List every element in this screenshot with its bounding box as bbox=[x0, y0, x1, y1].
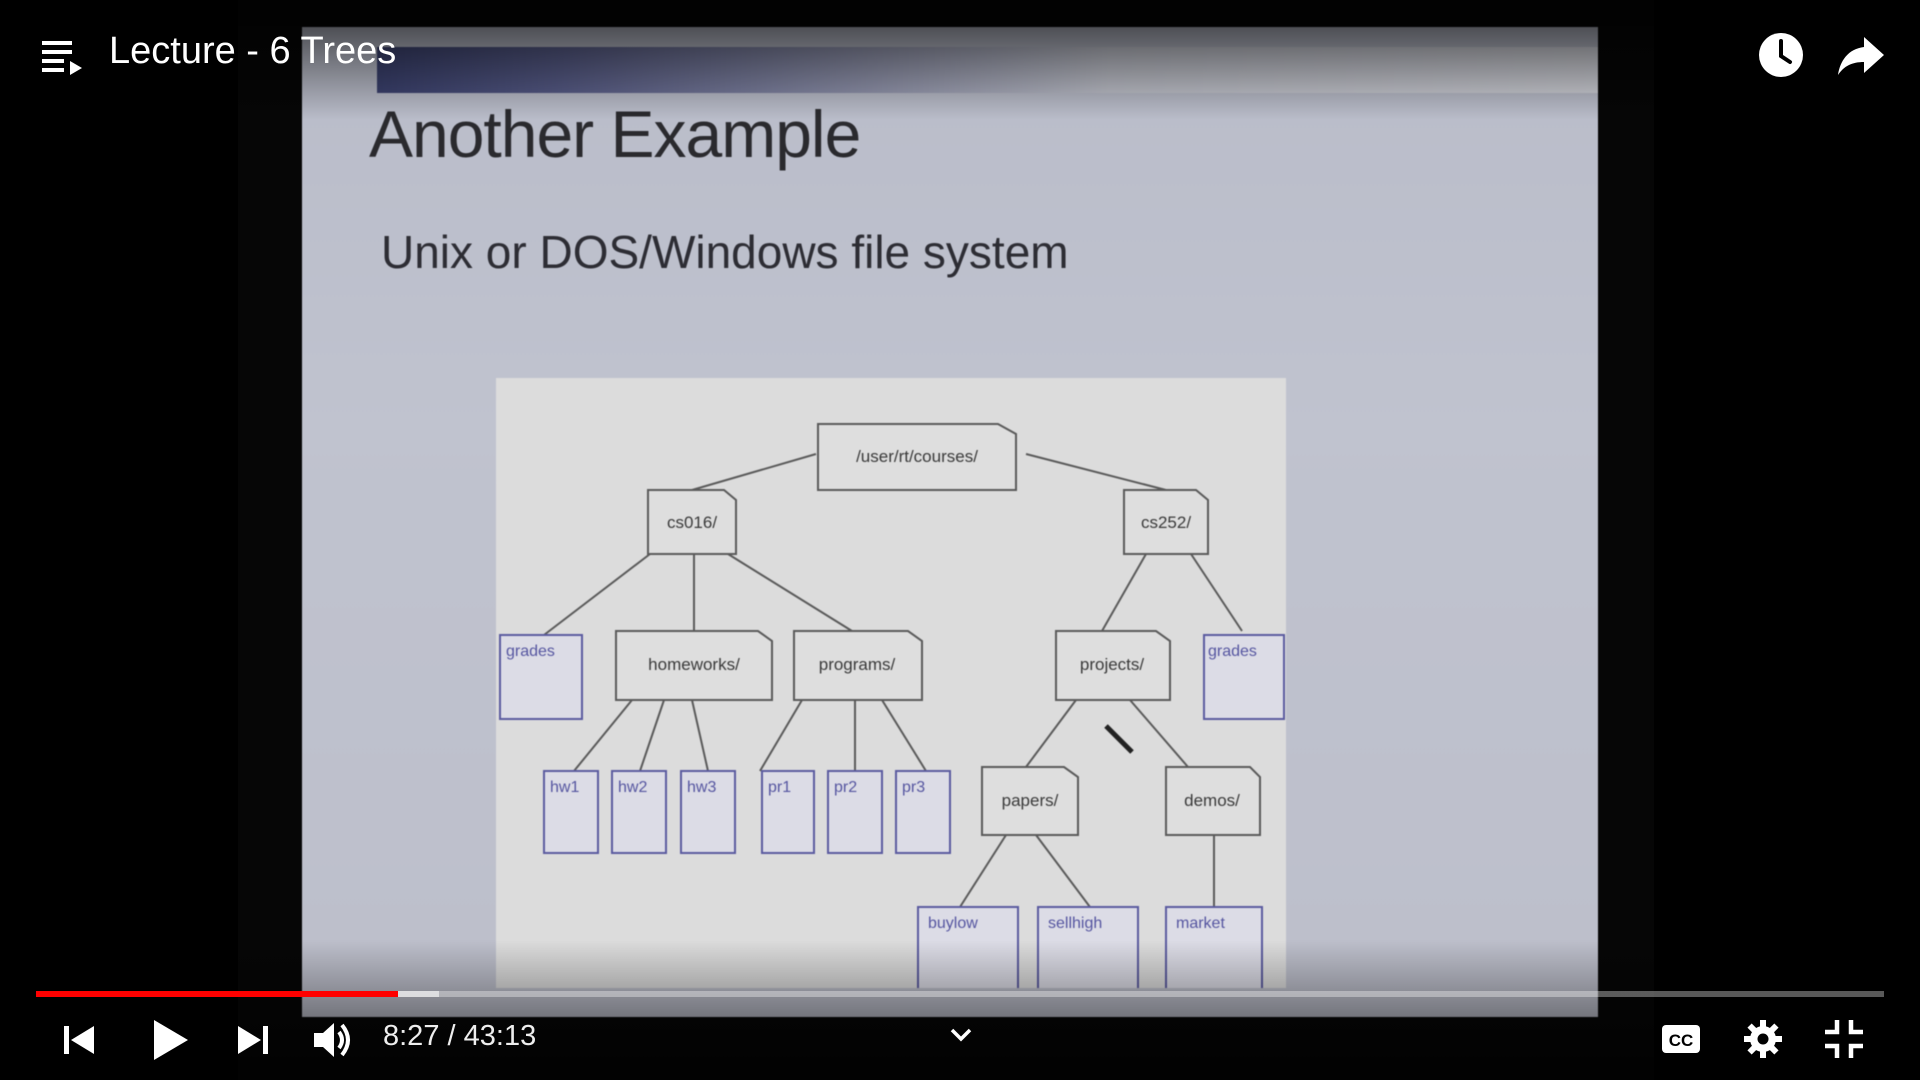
share-arrow-icon[interactable] bbox=[1836, 31, 1886, 79]
previous-button[interactable] bbox=[60, 1020, 100, 1060]
clock-icon[interactable] bbox=[1757, 31, 1805, 79]
leaf-hw1 bbox=[543, 770, 599, 854]
closed-captions-icon[interactable]: CC bbox=[1660, 1022, 1702, 1056]
current-time: 8:27 bbox=[383, 1020, 440, 1052]
leaf-hw3 bbox=[680, 770, 736, 854]
tree-node-papers: papers/ bbox=[981, 766, 1079, 836]
svg-text:pr1: pr1 bbox=[768, 779, 791, 796]
svg-text:CC: CC bbox=[1669, 1031, 1694, 1050]
leaf-pr1 bbox=[761, 770, 815, 854]
tree-node-cs252: cs252/ bbox=[1123, 489, 1209, 555]
svg-text:hw3: hw3 bbox=[687, 779, 716, 796]
top-gradient-overlay bbox=[0, 0, 1920, 120]
progress-played bbox=[36, 991, 399, 997]
volume-button[interactable] bbox=[310, 1018, 354, 1062]
svg-text:hw1: hw1 bbox=[550, 779, 579, 796]
tree-node-homeworks: homeworks/ bbox=[615, 630, 773, 701]
svg-text:market: market bbox=[1176, 915, 1225, 932]
playlist-icon[interactable] bbox=[40, 35, 84, 79]
slide-subtitle: Unix or DOS/Windows file system bbox=[381, 226, 1069, 278]
pen-pointer-icon bbox=[1104, 724, 1134, 754]
svg-text:pr3: pr3 bbox=[902, 779, 925, 796]
svg-text:programs/: programs/ bbox=[819, 655, 896, 674]
svg-text:sellhigh: sellhigh bbox=[1048, 915, 1102, 932]
duration-time: 43:13 bbox=[463, 1020, 537, 1052]
tree-node-projects: projects/ bbox=[1055, 630, 1171, 701]
leaf-grades-b bbox=[1203, 634, 1285, 720]
svg-text:homeworks/: homeworks/ bbox=[648, 655, 740, 674]
svg-text:/user/rt/courses/: /user/rt/courses/ bbox=[856, 447, 978, 466]
lecture-slide: Another Example Unix or DOS/Windows file… bbox=[302, 27, 1598, 1017]
leaf-pr3 bbox=[895, 770, 951, 854]
tree-leaf-labels: grades grades hw1 hw2 hw3 pr1 pr2 pr3 bu… bbox=[506, 643, 1257, 932]
tree-node-cs016: cs016/ bbox=[647, 489, 737, 555]
gear-icon[interactable] bbox=[1742, 1018, 1784, 1060]
chevron-down-icon[interactable] bbox=[946, 1022, 976, 1048]
leaf-pr2 bbox=[827, 770, 883, 854]
svg-text:grades: grades bbox=[1208, 643, 1257, 660]
svg-text:pr2: pr2 bbox=[834, 779, 857, 796]
svg-text:buylow: buylow bbox=[928, 915, 978, 932]
svg-text:cs252/: cs252/ bbox=[1141, 513, 1191, 532]
time-separator: / bbox=[439, 1020, 464, 1052]
play-button[interactable] bbox=[146, 1016, 194, 1064]
time-display: 8:27 / 43:13 bbox=[383, 1020, 536, 1053]
svg-text:cs016/: cs016/ bbox=[667, 513, 717, 532]
svg-text:demos/: demos/ bbox=[1184, 791, 1240, 810]
tree-node-demos: demos/ bbox=[1165, 766, 1261, 836]
tree-svg: /user/rt/courses/ cs016/ cs252/ homework… bbox=[499, 423, 1285, 988]
progress-bar[interactable] bbox=[36, 991, 1884, 997]
bottom-gradient-overlay bbox=[0, 940, 1920, 1080]
video-title[interactable]: Lecture - 6 Trees bbox=[109, 30, 397, 72]
exit-fullscreen-icon[interactable] bbox=[1823, 1018, 1865, 1060]
leaf-hw2 bbox=[611, 770, 667, 854]
svg-text:hw2: hw2 bbox=[618, 779, 647, 796]
svg-text:papers/: papers/ bbox=[1002, 791, 1059, 810]
tree-node-root: /user/rt/courses/ bbox=[817, 423, 1017, 491]
leaf-grades-a bbox=[499, 634, 583, 720]
svg-text:grades: grades bbox=[506, 643, 555, 660]
svg-text:projects/: projects/ bbox=[1080, 655, 1145, 674]
next-button[interactable] bbox=[232, 1020, 272, 1060]
file-system-tree-diagram: /user/rt/courses/ cs016/ cs252/ homework… bbox=[496, 378, 1286, 988]
tree-edges bbox=[543, 453, 1243, 908]
tree-node-programs: programs/ bbox=[793, 630, 923, 701]
